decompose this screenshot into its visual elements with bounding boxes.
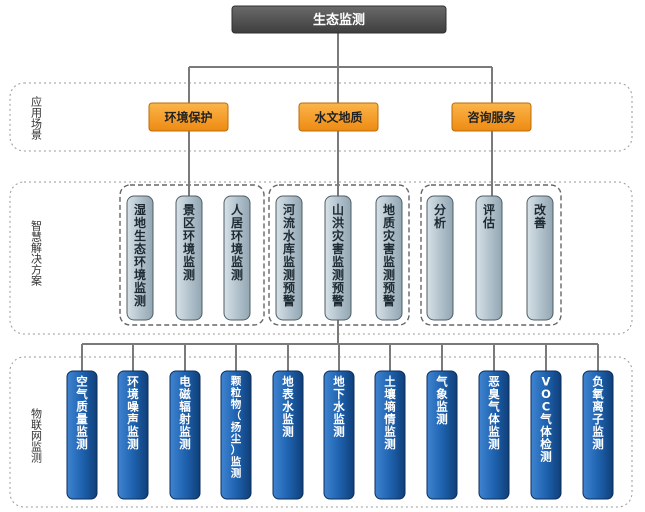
- solution-node-label: 分析: [434, 202, 446, 230]
- solution-node-label: 河流水库监测预警: [282, 202, 296, 308]
- iot-node-label: 气象监测: [435, 375, 448, 427]
- band-solution: 智慧解决方案: [9, 181, 633, 335]
- iot-node: 恶臭气体监测: [478, 370, 510, 500]
- band-application-label: 应用场景: [30, 95, 43, 140]
- band-iot: 物联网监测: [9, 356, 633, 508]
- iot-node: 土壤墒情监测: [374, 370, 406, 500]
- category-node-consult: 咨询服务: [451, 102, 532, 132]
- solution-node-label: 山洪灾害监测预警: [331, 202, 345, 308]
- solution-node-label: 景区环境监测: [183, 203, 195, 282]
- iot-node-label: 颗粒物（扬尘）监测: [231, 376, 242, 480]
- category-label: 水文地质: [314, 110, 362, 125]
- iot-node: 地表水监测: [272, 370, 304, 500]
- solution-node: 景区环境监测: [175, 195, 203, 321]
- iot-node: 颗粒物（扬尘）监测: [220, 370, 252, 500]
- solution-node: 河流水库监测预警: [275, 195, 303, 321]
- iot-node-label: 地下水监测: [333, 375, 345, 439]
- iot-node-label: 地表水监测: [281, 375, 294, 439]
- iot-node: 空气质量监测: [66, 370, 98, 500]
- iot-node-label: 电磁辐射监测: [178, 375, 191, 452]
- band-solution-label: 智慧解决方案: [30, 219, 43, 286]
- solution-node: 改善: [526, 195, 554, 321]
- solution-nodes: 湿地生态环境监测 景区环境监测 人居环境监测 河流水库监测预警 山洪灾害监测预警 地质灾害…: [126, 195, 554, 321]
- iot-node-label: 恶臭气体监测: [487, 375, 500, 452]
- solution-node: 分析: [426, 195, 454, 321]
- solution-node-label: 人居环境监测: [231, 202, 244, 282]
- solution-node-label: 地质灾害监测预警: [382, 202, 396, 308]
- iot-node: 负氧离子监测: [582, 370, 614, 500]
- band-application: 应用场景: [9, 82, 633, 152]
- iot-node-label: 负氧离子监测: [591, 375, 604, 452]
- iot-node: 地下水监测: [323, 370, 355, 500]
- solution-node: 评估: [475, 195, 503, 321]
- category-label: 咨询服务: [467, 110, 516, 125]
- solution-node-label: 改善: [534, 202, 547, 230]
- iot-nodes: 空气质量监测 环境噪声监测 电磁辐射监测 颗粒物（扬尘）监测 地表水监测 地下水监测 土壤墒…: [66, 370, 614, 500]
- root-node: 生态监测: [231, 5, 447, 34]
- band-iot-label: 物联网监测: [30, 407, 43, 464]
- iot-node: 电磁辐射监测: [169, 370, 201, 500]
- iot-node-label: 土壤墒情监测: [383, 375, 396, 452]
- solution-node-label: 评估: [482, 203, 495, 230]
- iot-connector-drops: [81, 344, 599, 371]
- root-node-label: 生态监测: [313, 12, 365, 28]
- iot-node-label: 空气质量监测: [75, 375, 88, 452]
- solution-node-label: 湿地生态环境监测: [134, 202, 146, 308]
- solution-group-env: [119, 184, 265, 326]
- iot-node-label: 环境噪声监测: [126, 375, 139, 452]
- iot-node: 气象监测: [426, 370, 458, 500]
- category-node-env: 环境保护: [148, 102, 229, 132]
- solution-node: 湿地生态环境监测: [126, 195, 154, 321]
- solution-node: 人居环境监测: [223, 195, 251, 321]
- solution-node: 山洪灾害监测预警: [324, 195, 352, 321]
- category-label: 环境保护: [164, 110, 212, 125]
- category-node-hydro: 水文地质: [298, 102, 379, 132]
- solution-node: 地质灾害监测预警: [375, 195, 403, 321]
- iot-node: 环境噪声监测: [117, 370, 149, 500]
